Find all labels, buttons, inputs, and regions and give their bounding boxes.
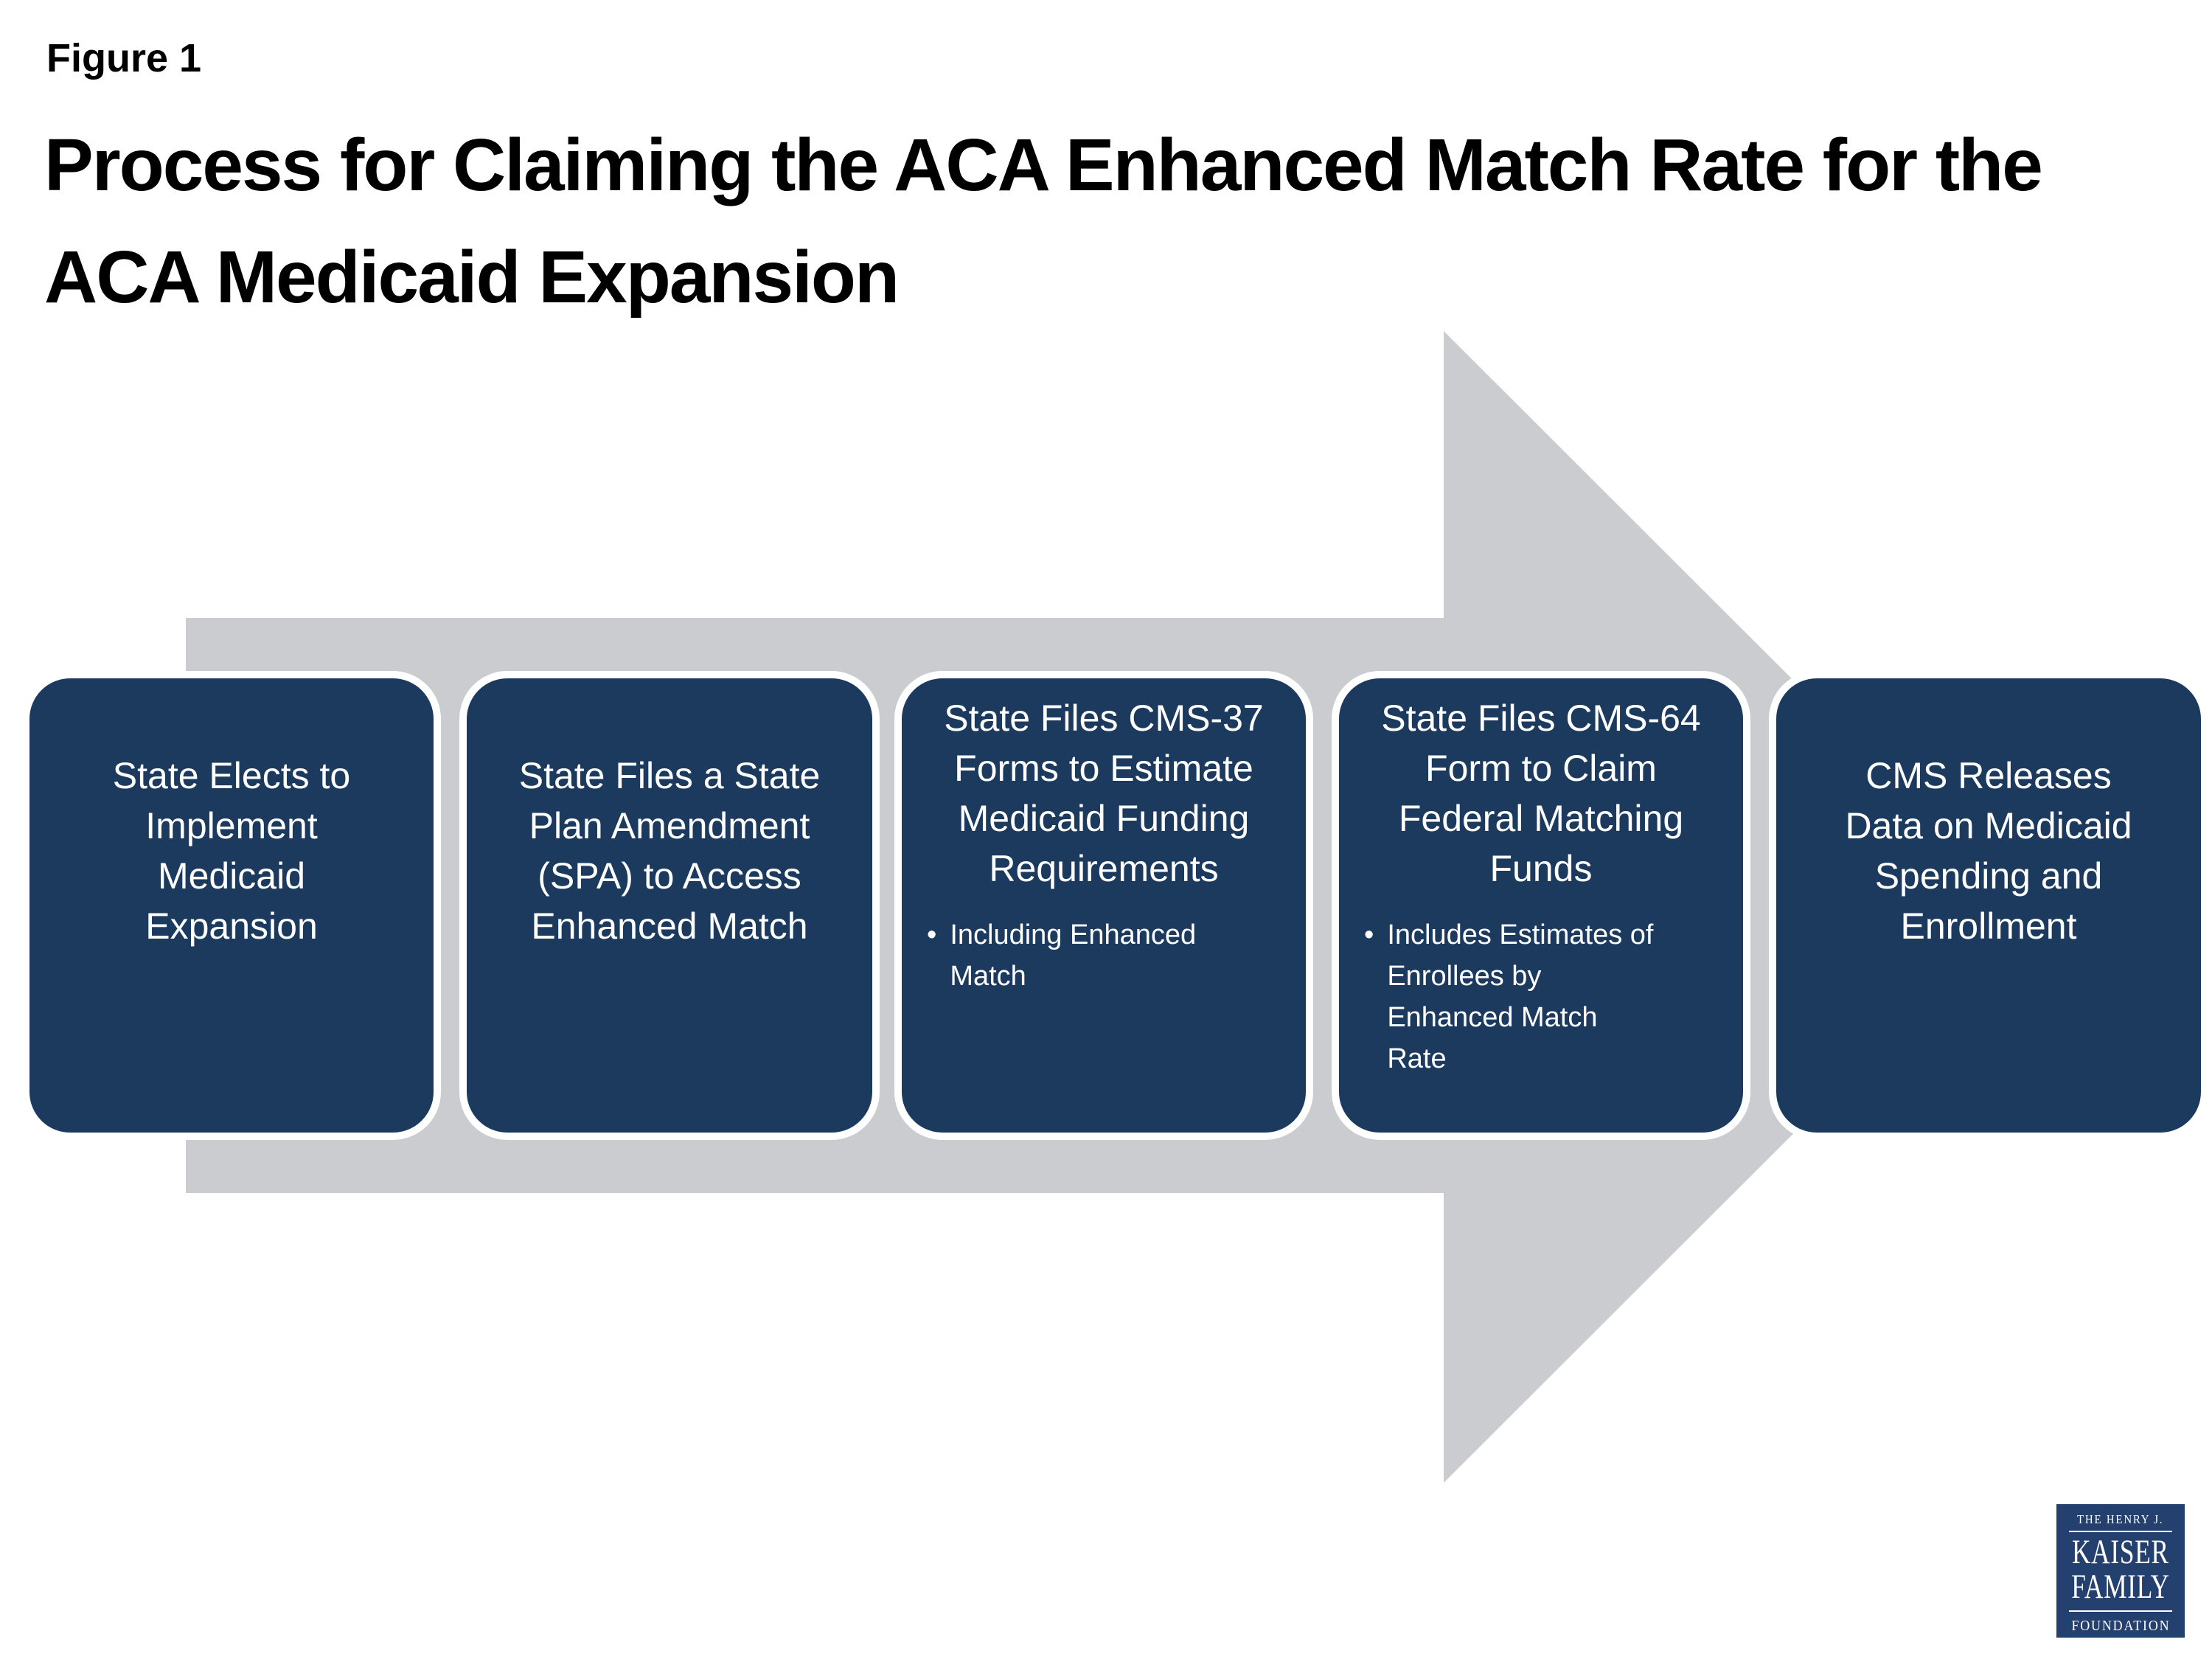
kff-logo-henry-j: THE HENRY J. [2077,1512,2164,1526]
logo-divider [2069,1531,2172,1532]
kff-logo-kaiser: KAISER [2072,1533,2169,1571]
slide-title: Process for Claiming the ACA Enhanced Ma… [44,109,2183,333]
logo-divider [2069,1610,2172,1612]
kff-logo-foundation: FOUNDATION [2070,1618,2170,1634]
bullet-dot: • [1364,919,1374,950]
figure-label: Figure 1 [46,36,202,80]
kff-logo: THE HENRY J. KAISER FAMILY FOUNDATION [2056,1504,2185,1638]
slide-title-line-2: ACA Medicaid Expansion [44,236,900,319]
bullet-dot: • [927,919,937,950]
kff-logo-family: FAMILY [2071,1568,2170,1606]
slide-title-line-1: Process for Claiming the ACA Enhanced Ma… [44,124,2043,206]
